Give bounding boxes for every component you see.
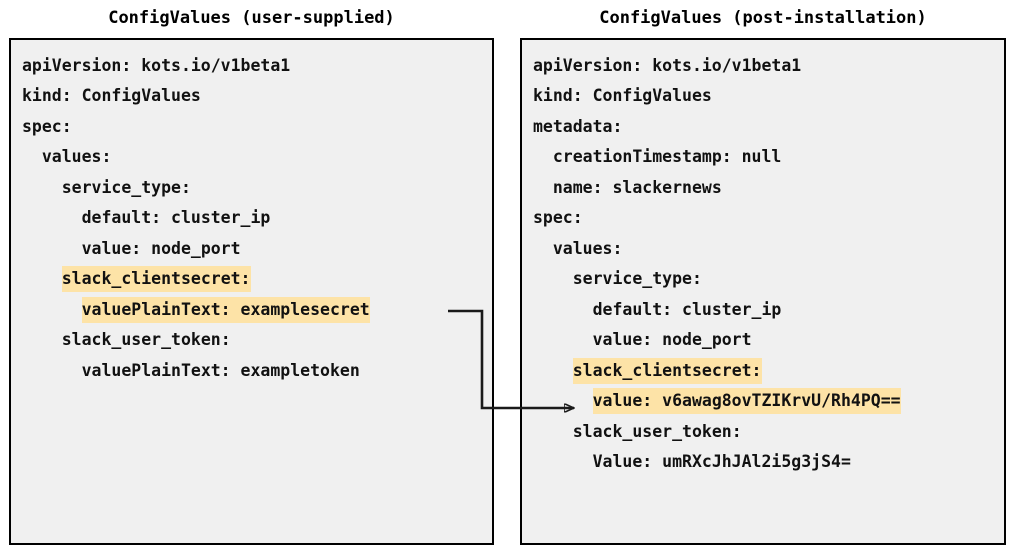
- yaml-line: Value: umRXcJhJAl2i5g3jS4=: [522, 447, 1004, 478]
- yaml-text: service_type:: [572, 269, 702, 288]
- yaml-line: value: v6awag8ovTZIKrvU/Rh4PQ==: [522, 386, 1004, 417]
- yaml-indent: [533, 358, 573, 384]
- yaml-line: name: slackernews: [522, 172, 1004, 203]
- yaml-line: slack_clientsecret:: [11, 264, 492, 295]
- yaml-indent: [533, 175, 553, 201]
- yaml-line: service_type:: [11, 172, 492, 203]
- yaml-line: kind: ConfigValues: [522, 81, 1004, 112]
- yaml-text: values:: [41, 147, 112, 166]
- yaml-line-list-post-installation: apiVersion: kots.io/v1beta1 kind: ConfigV…: [522, 50, 1004, 477]
- yaml-text-highlighted: value: v6awag8ovTZIKrvU/Rh4PQ==: [592, 388, 901, 414]
- yaml-indent: [22, 236, 82, 262]
- yaml-text: slack_user_token:: [61, 330, 231, 349]
- yaml-line: metadata:: [522, 111, 1004, 142]
- yaml-indent: [533, 388, 593, 414]
- yaml-text: value: node_port: [592, 330, 752, 349]
- yaml-line: valuePlainText: examplesecret: [11, 294, 492, 325]
- yaml-indent: [533, 327, 593, 353]
- yaml-line: default: cluster_ip: [522, 294, 1004, 325]
- yaml-indent: [533, 419, 573, 445]
- yaml-line: kind: ConfigValues: [11, 81, 492, 112]
- yaml-indent: [533, 236, 553, 262]
- yaml-line: apiVersion: kots.io/v1beta1: [11, 50, 492, 81]
- yaml-text: values:: [552, 238, 623, 258]
- yaml-line: service_type:: [522, 264, 1004, 295]
- yaml-text: value: node_port: [81, 238, 241, 258]
- yaml-text: service_type:: [61, 177, 191, 197]
- yaml-text: spec:: [22, 116, 72, 136]
- yaml-text-highlighted: slack_clientsecret:: [61, 266, 251, 292]
- yaml-indent: [22, 205, 82, 231]
- yaml-indent: [22, 266, 62, 292]
- yaml-line: valuePlainText: exampletoken: [11, 355, 492, 386]
- yaml-line: value: node_port: [11, 233, 492, 264]
- yaml-indent: [22, 358, 82, 384]
- yaml-line: values:: [11, 142, 492, 173]
- yaml-text: name: slackernews: [552, 177, 722, 197]
- yaml-indent: [533, 449, 593, 475]
- yaml-text: kind: ConfigValues: [22, 86, 201, 105]
- yaml-line: slack_clientsecret:: [522, 355, 1004, 386]
- panel-title-user-supplied: ConfigValues (user-supplied): [108, 8, 395, 28]
- yaml-text: apiVersion: kots.io/v1beta1: [533, 55, 802, 75]
- yaml-line: spec:: [522, 203, 1004, 234]
- yaml-line: creationTimestamp: null: [522, 142, 1004, 173]
- yaml-line: slack_user_token:: [522, 416, 1004, 447]
- yaml-indent: [533, 297, 593, 323]
- yaml-indent: [22, 297, 82, 323]
- yaml-text-highlighted: slack_clientsecret:: [572, 357, 762, 384]
- yaml-box-user-supplied: apiVersion: kots.io/v1beta1 kind: ConfigV…: [9, 38, 494, 545]
- yaml-text-highlighted: valuePlainText: examplesecret: [81, 296, 370, 323]
- yaml-indent: [22, 327, 62, 353]
- yaml-line: values:: [522, 233, 1004, 264]
- yaml-line: value: node_port: [522, 325, 1004, 356]
- yaml-line: apiVersion: kots.io/v1beta1: [522, 50, 1004, 81]
- yaml-indent: [22, 175, 62, 201]
- yaml-text: Value: umRXcJhJAl2i5g3jS4=: [592, 452, 851, 471]
- yaml-text: kind: ConfigValues: [533, 86, 712, 105]
- yaml-text: slack_user_token:: [572, 421, 742, 441]
- panel-title-post-installation: ConfigValues (post-installation): [599, 8, 927, 28]
- yaml-text: default: cluster_ip: [592, 299, 782, 319]
- yaml-line: slack_user_token:: [11, 325, 492, 356]
- yaml-indent: [533, 266, 573, 292]
- yaml-text: metadata:: [533, 116, 623, 136]
- yaml-text: default: cluster_ip: [81, 208, 271, 227]
- yaml-text: creationTimestamp: null: [552, 147, 782, 166]
- yaml-text: apiVersion: kots.io/v1beta1: [22, 55, 291, 75]
- yaml-indent: [533, 144, 553, 170]
- yaml-box-post-installation: apiVersion: kots.io/v1beta1 kind: ConfigV…: [520, 38, 1006, 545]
- yaml-line: spec:: [11, 111, 492, 142]
- yaml-line: default: cluster_ip: [11, 203, 492, 234]
- yaml-line-list-user-supplied: apiVersion: kots.io/v1beta1 kind: ConfigV…: [11, 50, 492, 386]
- yaml-text: spec:: [533, 208, 583, 227]
- yaml-text: valuePlainText: exampletoken: [81, 360, 360, 380]
- yaml-indent: [22, 144, 42, 170]
